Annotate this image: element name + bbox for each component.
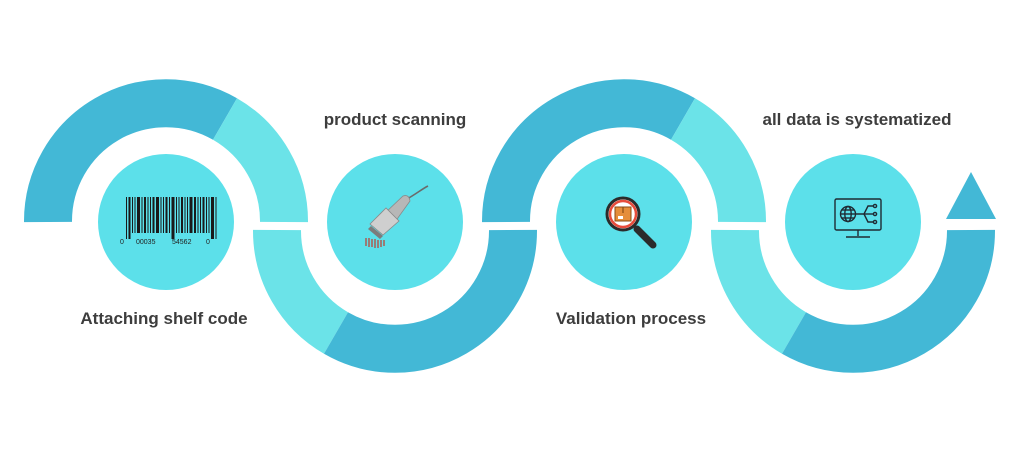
magnifier-handle xyxy=(633,225,657,249)
barcode-bar xyxy=(156,197,159,233)
scan-beam xyxy=(365,238,385,248)
barcode-bar xyxy=(132,197,133,233)
barcode-bar xyxy=(163,197,164,233)
barcode-bar xyxy=(147,197,149,233)
barcode-bar xyxy=(128,197,131,239)
barcode-bar xyxy=(211,197,214,239)
barcode-bar xyxy=(187,197,188,233)
wave-segment-4b xyxy=(782,229,996,373)
barcode-bar xyxy=(165,197,168,233)
wave-segment-1a xyxy=(23,79,237,223)
barcode-bar xyxy=(134,197,136,233)
step-label-3: Validation process xyxy=(556,309,706,328)
wave-segment-3a xyxy=(481,79,695,223)
step-label-4: all data is systematized xyxy=(763,110,952,129)
barcode-bar xyxy=(206,197,207,233)
barcode-bar xyxy=(194,197,196,233)
barcode-bar xyxy=(144,197,146,233)
barcode-bar xyxy=(160,197,162,233)
wave-segment-4a xyxy=(710,229,807,354)
barcode-bar xyxy=(150,197,151,233)
barcode-bar xyxy=(152,197,155,233)
barcode-bar xyxy=(202,197,205,233)
barcode-scanner-icon xyxy=(365,185,429,248)
barcode-bar xyxy=(215,197,217,239)
barcode-bar xyxy=(181,197,183,233)
barcode-bar xyxy=(171,197,175,239)
barcode-bar xyxy=(169,197,170,233)
wave-segment-1b xyxy=(212,98,309,223)
barcode-group-left: 00035 xyxy=(136,239,156,246)
barcode-bar xyxy=(184,197,186,233)
barcode-bar xyxy=(197,197,199,233)
barcode-bar xyxy=(178,197,180,233)
magnifier-package-icon xyxy=(605,196,657,249)
wave-segment-3b xyxy=(670,98,767,223)
wave-segment-2a xyxy=(252,229,349,354)
barcode-bar xyxy=(200,197,201,233)
barcode-group-right: 54562 xyxy=(172,239,192,246)
barcode-bar xyxy=(137,197,140,233)
step-circle-4 xyxy=(785,154,921,290)
barcode-bar xyxy=(126,197,127,239)
scanner-head xyxy=(369,207,400,236)
wave-band xyxy=(23,79,996,373)
barcode-lead-digit: 0 xyxy=(120,239,124,246)
barcode-icon: 0 00035 54562 0 xyxy=(120,197,217,246)
arrow-head-icon xyxy=(946,172,996,219)
barcode-bar xyxy=(141,197,143,233)
barcode-check-digit: 0 xyxy=(206,239,210,246)
barcode-bar xyxy=(176,197,177,233)
wave-segment-2b xyxy=(324,229,538,373)
barcode-bar xyxy=(189,197,193,233)
step-label-2: product scanning xyxy=(324,110,467,129)
barcode-bar xyxy=(208,197,210,233)
step-label-1: Attaching shelf code xyxy=(80,309,247,328)
computer-network-icon xyxy=(834,198,882,238)
